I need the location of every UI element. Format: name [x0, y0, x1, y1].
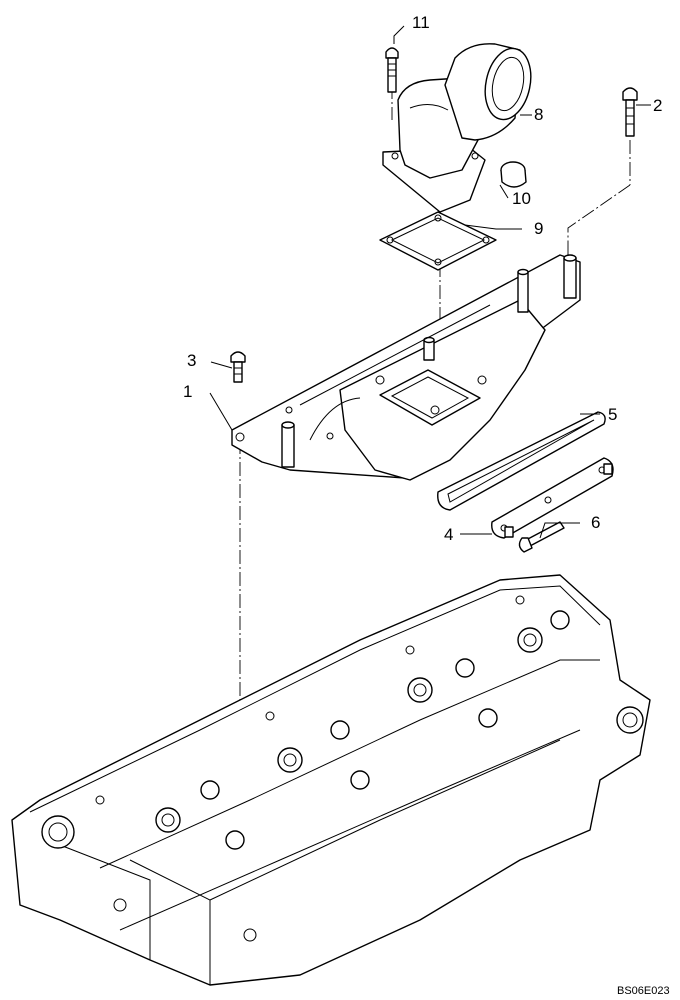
callout-2: 2 — [653, 96, 662, 115]
callout-10: 10 — [512, 189, 531, 208]
bolt-part-6 — [518, 521, 565, 553]
callout-3: 3 — [187, 351, 196, 370]
callout-11: 11 — [412, 13, 430, 32]
gasket-part-5 — [437, 411, 606, 511]
leader-lines — [209, 25, 651, 539]
callout-9: 9 — [534, 219, 543, 238]
drawing-code: BS06E023 — [617, 985, 670, 997]
bolt-part-2 — [622, 87, 638, 137]
plug-part-10 — [500, 161, 527, 188]
callout-5: 5 — [608, 405, 617, 424]
callout-labels: 1 2 3 4 5 6 8 9 10 11 — [183, 13, 662, 544]
callout-8: 8 — [534, 105, 543, 124]
elbow-part-8 — [382, 43, 532, 213]
manifold-part-1 — [231, 254, 581, 481]
bolt-part-11 — [385, 47, 399, 93]
callout-4: 4 — [444, 525, 453, 544]
plate-part-4 — [491, 457, 614, 539]
callout-1: 1 — [183, 382, 192, 401]
cylinder-head — [11, 574, 651, 986]
callout-6: 6 — [591, 513, 600, 532]
gasket-part-9 — [379, 211, 497, 271]
bolt-part-3 — [230, 351, 246, 383]
